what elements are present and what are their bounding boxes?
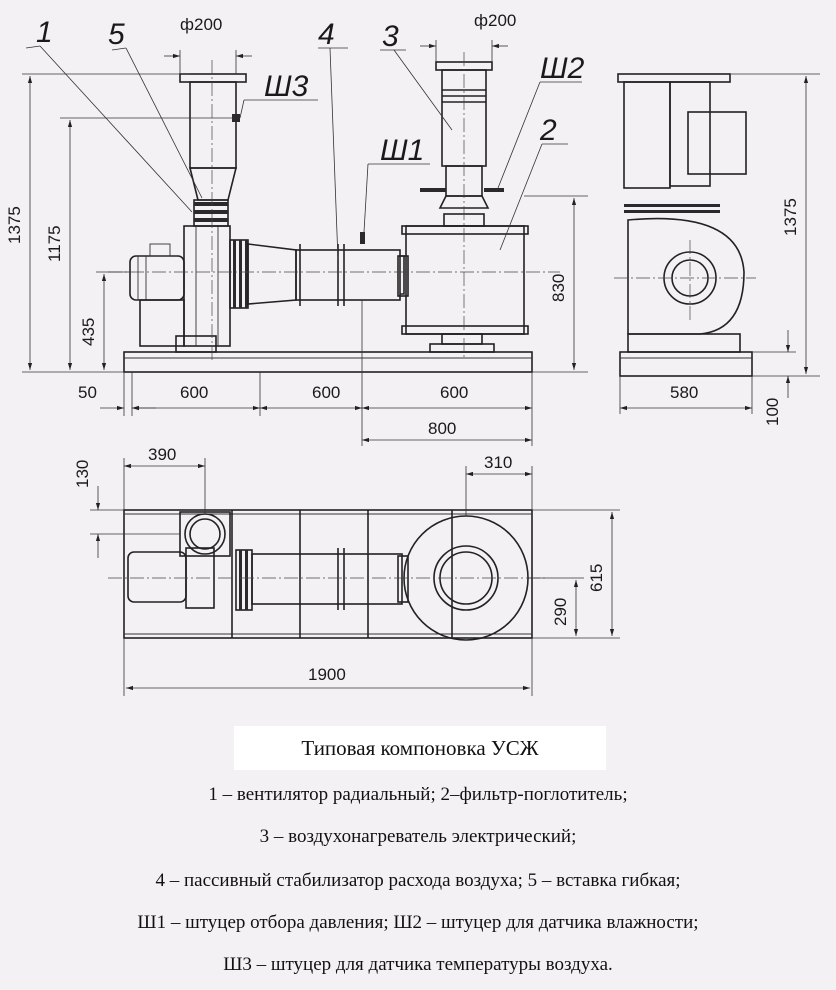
air-heater [420, 61, 504, 209]
caption-line-1: 1 – вентилятор радиальный; 2–фильтр-погл… [208, 784, 628, 805]
filter-absorber [401, 213, 529, 353]
dim-50: 50 [78, 383, 97, 402]
dim-290: 290 [551, 598, 570, 626]
left-vertical-stack [179, 73, 247, 227]
dim-830: 830 [549, 274, 568, 302]
flexible-insert [229, 239, 249, 309]
radial-fan [175, 225, 231, 353]
dim-100: 100 [763, 398, 782, 426]
dim-1375-right: 1375 [781, 198, 800, 236]
dimension-lines [22, 40, 820, 696]
dim-615: 615 [587, 564, 606, 592]
base-frame [123, 351, 533, 373]
front-view [108, 52, 560, 373]
dim-310: 310 [484, 453, 512, 472]
side-view [614, 73, 756, 377]
caption-line-4: Ш1 – штуцер отбора давления; Ш2 – штуцер… [137, 912, 699, 933]
dim-390: 390 [148, 445, 176, 464]
callout-sh1: Ш1 [380, 134, 424, 167]
motor [129, 243, 185, 347]
callout-2: 2 [539, 114, 557, 147]
dim-phi-left: ф200 [180, 15, 222, 34]
dim-1900: 1900 [308, 665, 346, 684]
dim-1375-left: 1375 [5, 206, 24, 244]
callout-3: 3 [382, 20, 399, 53]
callout-5: 5 [108, 18, 125, 51]
caption-line-5: Ш3 – штуцер для датчика температуры возд… [223, 954, 613, 975]
callout-4: 4 [318, 18, 335, 51]
callout-sh2: Ш2 [540, 52, 585, 85]
dim-800: 800 [428, 419, 456, 438]
leader-lines [25, 45, 582, 261]
top-view [108, 509, 548, 641]
callout-1: 1 [36, 16, 53, 49]
dim-600-c: 600 [440, 383, 468, 402]
caption-line-2: 3 – воздухонагреватель электрический; [259, 826, 577, 847]
dim-580: 580 [670, 383, 698, 402]
dim-1175: 1175 [45, 225, 64, 262]
dim-435: 435 [79, 318, 98, 346]
caption-line-3: 4 – пассивный стабилизатор расхода возду… [155, 870, 681, 891]
callout-sh3: Ш3 [264, 70, 309, 103]
dim-phi-right: ф200 [474, 11, 516, 30]
caption-title: Типовая компоновка УСЖ [234, 726, 606, 770]
dim-600-a: 600 [180, 383, 208, 402]
dim-600-b: 600 [312, 383, 340, 402]
flow-stabilizer [247, 232, 409, 306]
dim-130: 130 [73, 460, 92, 488]
